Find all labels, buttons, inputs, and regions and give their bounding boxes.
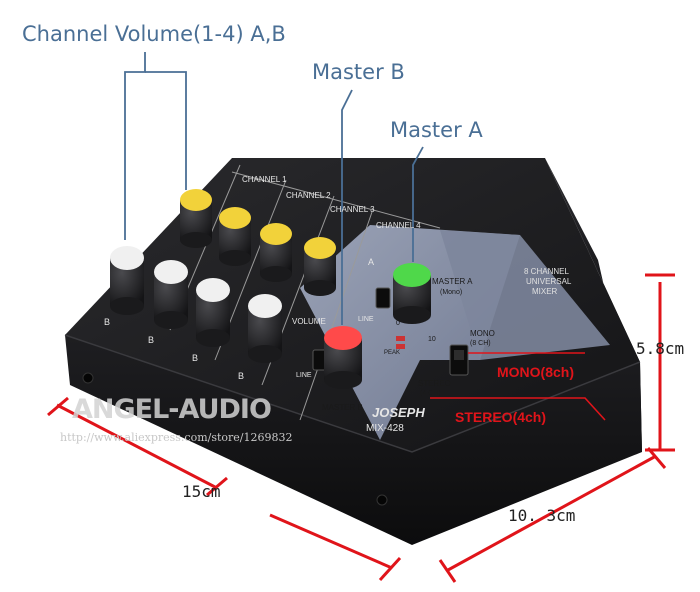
panel-brand: JOSEPH [372, 405, 425, 420]
knob-master-a[interactable] [393, 263, 431, 324]
panel-model: MIX-428 [366, 423, 404, 434]
line-switch-a [375, 287, 391, 309]
panel-peak: PEAK [384, 350, 401, 356]
panel-line-a: LINE [358, 316, 374, 323]
panel-row-b-2: B [148, 335, 155, 345]
dimension-lines [47, 273, 675, 583]
panel-title-1: 8 CHANNEL [524, 267, 569, 276]
panel-line-b: LINE [296, 372, 312, 379]
knob-ch2-a[interactable] [219, 207, 251, 266]
callout-master-a: Master A [390, 118, 483, 142]
panel-title-3: MIXER [532, 287, 558, 296]
dimension-depth: 10. 3cm [508, 506, 576, 525]
panel-scale-10: 10 [428, 336, 436, 343]
panel-row-b-1: B [104, 317, 111, 327]
panel-master-a: MASTER A [432, 277, 473, 286]
knob-ch4-b[interactable] [248, 294, 282, 363]
callout-channel-volume: Channel Volume(1-4) A,B [22, 22, 286, 46]
panel-channel-3: CHANNEL 3 [330, 205, 375, 214]
panel-stereo-switch-sub: (4 CH) [420, 390, 441, 397]
knob-ch1-a[interactable] [180, 189, 212, 248]
knob-ch2-b[interactable] [154, 260, 188, 329]
panel-row-b-3: B [192, 353, 199, 363]
panel-channel-2: CHANNEL 2 [286, 191, 331, 200]
panel-volume: VOLUME [292, 317, 326, 326]
watermark-url: http://www.aliexpress.com/store/1269832 [60, 431, 293, 444]
panel-title-2: UNIVERSAL [526, 277, 572, 286]
knob-ch3-a[interactable] [260, 223, 292, 282]
panel-channel-4: CHANNEL 4 [376, 221, 421, 230]
label-mono-8ch: MONO(8ch) [497, 364, 574, 380]
dimension-height: 5.8cm [636, 339, 685, 358]
panel-channel-1: CHANNEL 1 [242, 175, 287, 184]
knob-ch1-b[interactable] [110, 246, 144, 315]
panel-stereo-switch: STEREO [418, 379, 451, 388]
knob-ch3-b[interactable] [196, 278, 230, 347]
mode-arrows [430, 352, 606, 421]
panel-master-b: MASTER B [322, 403, 363, 412]
dimension-width: 15cm [182, 482, 221, 501]
callout-leaders [124, 52, 424, 325]
knob-master-b[interactable] [324, 326, 362, 389]
panel-row-a: A [368, 257, 375, 267]
panel-mono-switch: MONO [470, 329, 495, 338]
callout-master-b: Master B [312, 60, 405, 84]
watermark-brand: ANGEL-AUDIO [72, 394, 272, 425]
label-stereo-4ch: STEREO(4ch) [455, 409, 547, 425]
panel-mono-switch-sub: (8 CH) [470, 340, 491, 347]
panel-row-b-4: B [238, 371, 245, 381]
knob-ch4-a[interactable] [304, 237, 336, 296]
panel-master-a-sub: (Mono) [440, 289, 463, 296]
panel-scale-0: 0 [396, 320, 400, 327]
